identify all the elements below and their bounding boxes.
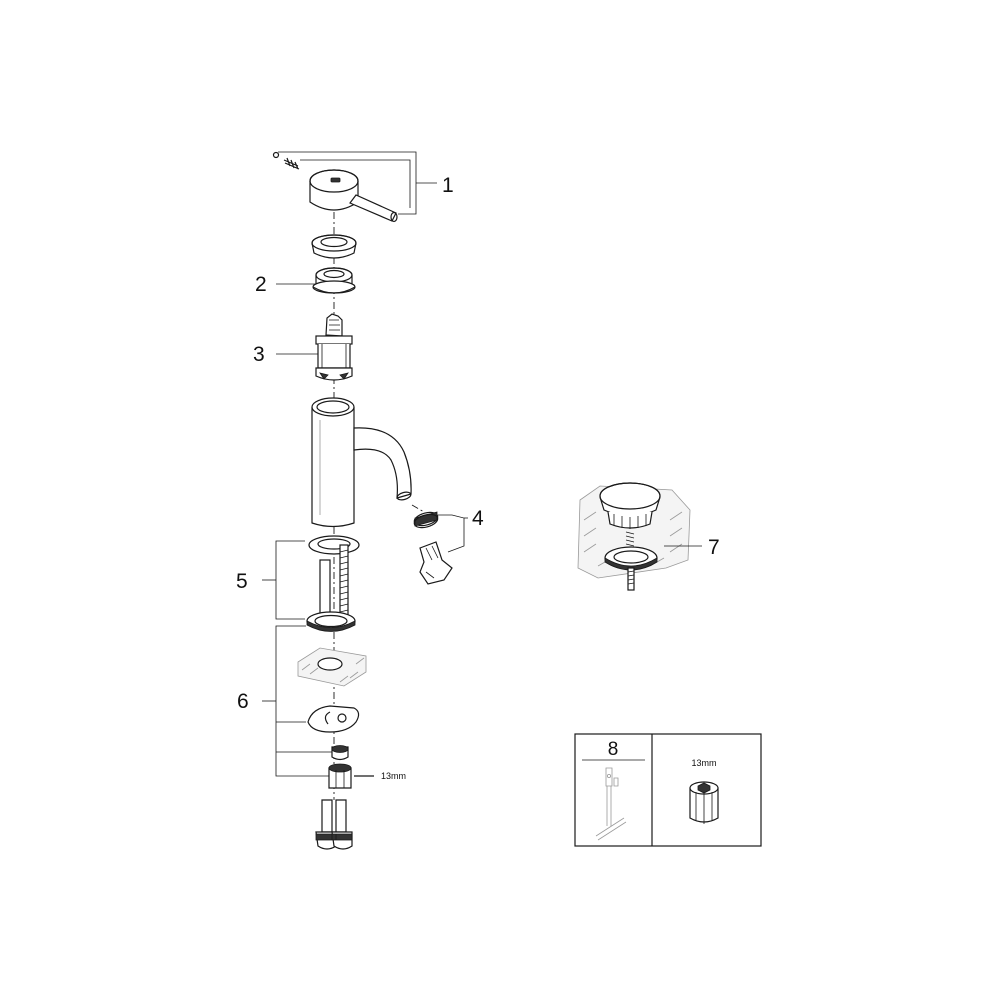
part-4-aerator[interactable] — [411, 504, 453, 585]
part-3-cartridge[interactable] — [315, 313, 353, 381]
socket-size-label: 13mm — [691, 758, 716, 768]
brand-logo-mark — [330, 177, 341, 183]
part-8-tools-table[interactable]: 8 13mm — [574, 733, 762, 847]
callout-2: 2 — [255, 273, 267, 296]
supply-hoses[interactable] — [315, 799, 353, 850]
callout-1: 1 — [442, 174, 454, 197]
part-cover-cap[interactable] — [311, 234, 357, 259]
callout-3: 3 — [253, 343, 265, 366]
part-6-mounting-kit[interactable]: 13mm — [297, 611, 406, 789]
hex-socket-icon — [689, 781, 719, 824]
part-1-lever-handle[interactable] — [272, 151, 398, 223]
callout-leaders — [262, 151, 702, 777]
part-7-pop-up-drain[interactable] — [577, 482, 691, 591]
callout-6: 6 — [237, 690, 249, 713]
tools-table-border — [574, 733, 762, 847]
faucet-body[interactable] — [311, 397, 412, 528]
callout-5: 5 — [236, 570, 248, 593]
part-2-bonnet-nut[interactable] — [312, 267, 356, 294]
t-key-tool-icon — [595, 767, 627, 841]
callout-4: 4 — [472, 507, 484, 530]
part-5-gasket-and-stud[interactable] — [308, 535, 360, 621]
nut-size-label: 13mm — [381, 771, 406, 781]
handle-grub-screw — [272, 151, 280, 159]
callout-labels: 1 2 3 4 5 6 7 — [236, 174, 720, 713]
tools-item-number: 8 — [608, 739, 619, 760]
handle-set-screw — [283, 157, 300, 170]
callout-7: 7 — [708, 536, 720, 559]
